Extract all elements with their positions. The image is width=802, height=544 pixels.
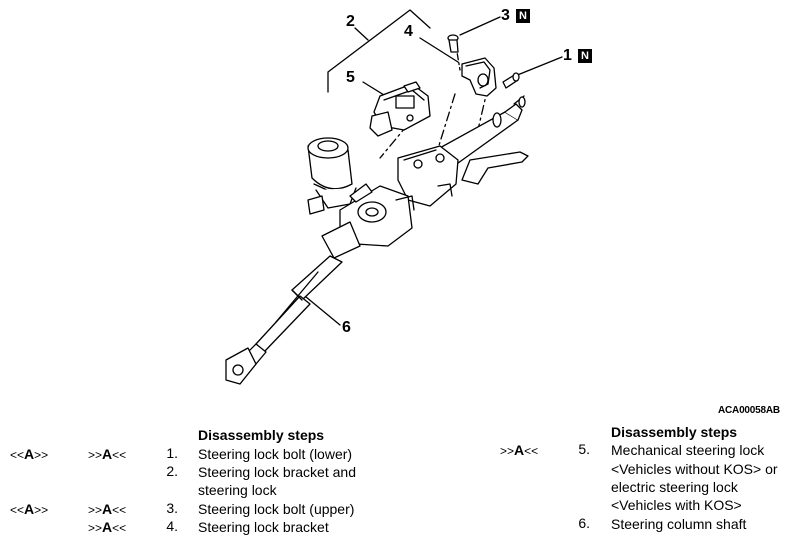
intermediate-shaft (225, 221, 361, 385)
group-bracket (327, 9, 431, 93)
service-point-b: >>A<< (88, 501, 127, 517)
eps-motor (307, 137, 357, 215)
step-number: 1. (166, 445, 178, 461)
tilt-lever (461, 151, 529, 185)
steering-column-exploded-view (225, 9, 563, 385)
mounting-bracket (397, 145, 459, 207)
new-part-badge: N (516, 9, 530, 23)
leader-4 (419, 37, 459, 63)
step-text-cont: <Vehicles without KOS> or (611, 461, 778, 477)
steering-lock-bracket (461, 57, 497, 97)
callout-3: 3 (501, 7, 510, 24)
steering-lock (369, 81, 431, 137)
callout-6: 6 (342, 319, 351, 336)
service-point-b: >>A<< (88, 519, 127, 535)
dash-4 (379, 109, 421, 159)
step-text: Mechanical steering lock (611, 442, 765, 458)
step-text: Steering lock bracket (198, 519, 329, 535)
step-text-cont: <Vehicles with KOS> (611, 497, 742, 513)
step-text: Steering column shaft (611, 516, 747, 532)
bolt-lower (502, 72, 520, 89)
callout-5: 5 (346, 69, 355, 86)
step-number: 4. (166, 518, 178, 534)
dash-1 (435, 93, 456, 156)
service-point-a: <<A>> (10, 446, 49, 462)
callout-2: 2 (346, 13, 355, 30)
leader-6 (299, 291, 341, 326)
figure-code: ACA00058AB (718, 405, 780, 416)
leader-2 (354, 27, 369, 41)
step-text: Steering lock bolt (lower) (198, 446, 353, 462)
service-point-b: >>A<< (88, 446, 127, 462)
step-number: 5. (578, 441, 590, 457)
new-part-badge: N (578, 49, 592, 63)
step-number: 6. (578, 515, 590, 531)
step-number: 3. (166, 500, 178, 516)
leader-1 (514, 56, 563, 77)
callout-4: 4 (404, 23, 413, 40)
step-text-cont: steering lock (198, 482, 277, 498)
step-number: 2. (166, 463, 178, 479)
step-text: Steering lock bracket and (198, 464, 356, 480)
bolt-upper (447, 34, 459, 53)
steps-heading-right: Disassembly steps (611, 424, 738, 440)
service-point-b: >>A<< (500, 442, 539, 458)
step-text: Steering lock bolt (upper) (198, 501, 355, 517)
steps-heading-left: Disassembly steps (198, 427, 325, 443)
service-point-a: <<A>> (10, 501, 49, 517)
leader-3 (459, 16, 501, 36)
callout-1: 1 (563, 47, 572, 64)
step-text-cont: electric steering lock (611, 479, 738, 495)
